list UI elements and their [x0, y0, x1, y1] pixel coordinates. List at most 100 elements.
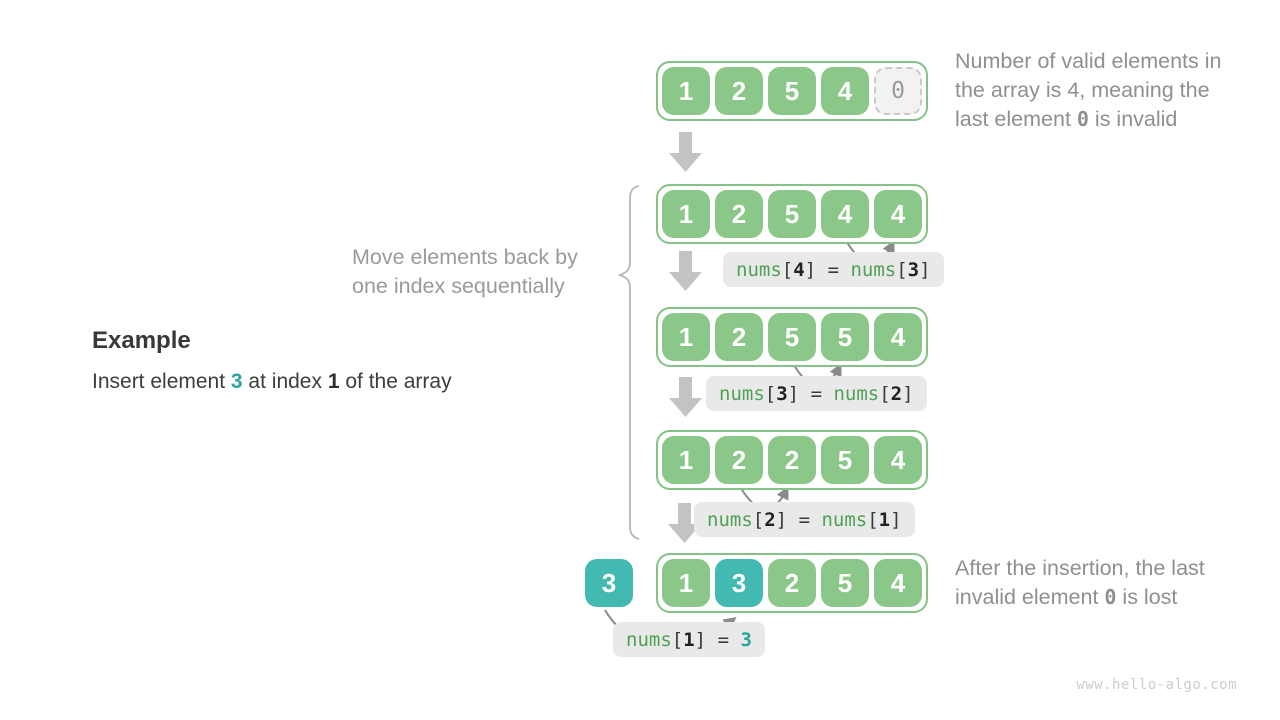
- code-text: 2: [890, 382, 903, 405]
- code-text: =: [706, 628, 741, 651]
- code-text: ]: [890, 508, 902, 531]
- note-text: one index sequentially: [352, 274, 565, 298]
- note-text: Number of valid elements in: [955, 49, 1222, 73]
- array-cell: 2: [768, 559, 816, 607]
- note-text: 0: [1076, 107, 1089, 131]
- note-line: the array is 4, meaning the: [955, 76, 1221, 105]
- code-text: =: [787, 508, 822, 531]
- note-text: last element: [955, 107, 1077, 131]
- code-text: nums: [626, 628, 672, 651]
- description-text: 1: [327, 370, 340, 393]
- code-text: nums: [719, 382, 765, 405]
- note-text: the array is 4, meaning the: [955, 78, 1210, 102]
- array-cell: 3: [715, 559, 763, 607]
- code-text: ]: [804, 258, 817, 281]
- array-cell: 5: [821, 436, 869, 484]
- watermark: www.hello-algo.com: [1076, 677, 1237, 693]
- array-cell: 1: [662, 67, 710, 115]
- description-text: Insert element: [92, 370, 231, 393]
- assignment-label: nums[1] = 3: [613, 622, 765, 657]
- array-cell: 4: [821, 190, 869, 238]
- array-cell: 4: [874, 436, 922, 484]
- assignment-label: nums[2] = nums[1]: [694, 502, 915, 537]
- code-text: ]: [787, 382, 800, 405]
- example-title: Example: [92, 327, 191, 354]
- code-text: nums: [850, 258, 897, 281]
- note-line: last element 0 is invalid: [955, 105, 1221, 134]
- array-cell: 4: [874, 313, 922, 361]
- code-text: ]: [775, 508, 788, 531]
- code-text: nums: [833, 382, 880, 405]
- array-cell: 4: [874, 190, 922, 238]
- code-text: 3: [740, 628, 752, 651]
- array-cell: 2: [715, 436, 763, 484]
- code-text: [: [764, 382, 777, 405]
- move-elements-note: Move elements back by one index sequenti…: [352, 243, 578, 301]
- code-text: nums: [707, 508, 753, 531]
- code-text: =: [816, 258, 851, 281]
- note-text: 0: [1104, 585, 1117, 609]
- code-text: 1: [878, 508, 891, 531]
- code-text: [: [867, 508, 879, 531]
- array-cell: 2: [715, 67, 763, 115]
- code-text: 1: [683, 628, 695, 651]
- description-text: at index: [242, 370, 328, 393]
- array-cell: 2: [715, 190, 763, 238]
- array-cell: 5: [768, 67, 816, 115]
- code-text: ]: [902, 382, 914, 405]
- code-text: 2: [764, 508, 776, 531]
- array-cell: 2: [715, 313, 763, 361]
- array-cell: 2: [768, 436, 816, 484]
- code-text: [: [896, 258, 908, 281]
- after-insertion-note: After the insertion, the last invalid el…: [955, 554, 1205, 612]
- note-line: Number of valid elements in: [955, 47, 1221, 76]
- down-arrow-icon: [669, 132, 702, 172]
- note-line: Move elements back by: [352, 243, 578, 272]
- description-text: of the array: [339, 370, 452, 393]
- code-text: [: [671, 628, 684, 651]
- note-text: is invalid: [1088, 107, 1178, 131]
- note-text: After the insertion, the last: [955, 556, 1205, 580]
- code-text: [: [879, 382, 891, 405]
- code-text: =: [799, 382, 834, 405]
- array-cell: 5: [768, 190, 816, 238]
- array-cell: 0: [874, 67, 922, 115]
- note-line: one index sequentially: [352, 272, 578, 301]
- note-line: invalid element 0 is lost: [955, 583, 1205, 612]
- example-block: Example Insert element 3 at index 1 of t…: [92, 327, 452, 394]
- array-cell: 5: [821, 313, 869, 361]
- inserted-element-cell: 3: [585, 559, 633, 607]
- down-arrow-icon: [669, 377, 702, 417]
- array-cell: 1: [662, 559, 710, 607]
- example-description: Insert element 3 at index 1 of the array: [92, 370, 452, 394]
- code-text: nums: [821, 508, 868, 531]
- assignment-label: nums[4] = nums[3]: [723, 252, 944, 287]
- assignment-label: nums[3] = nums[2]: [706, 376, 927, 411]
- down-arrow-icon: [668, 503, 701, 543]
- note-text: Move elements back by: [352, 245, 578, 269]
- code-text: [: [781, 258, 794, 281]
- array-cell: 4: [874, 559, 922, 607]
- code-text: 4: [793, 258, 805, 281]
- array-cell: 5: [768, 313, 816, 361]
- code-text: [: [752, 508, 765, 531]
- array-cell: 5: [821, 559, 869, 607]
- valid-elements-note: Number of valid elements in the array is…: [955, 47, 1221, 134]
- code-text: ]: [694, 628, 707, 651]
- code-text: ]: [919, 258, 931, 281]
- array-cell: 4: [821, 67, 869, 115]
- array-cell: 1: [662, 436, 710, 484]
- array-cell: 1: [662, 313, 710, 361]
- description-text: 3: [230, 370, 243, 393]
- code-text: 3: [776, 382, 788, 405]
- note-text: is lost: [1116, 585, 1178, 609]
- note-text: invalid element: [955, 585, 1105, 609]
- code-text: 3: [907, 258, 920, 281]
